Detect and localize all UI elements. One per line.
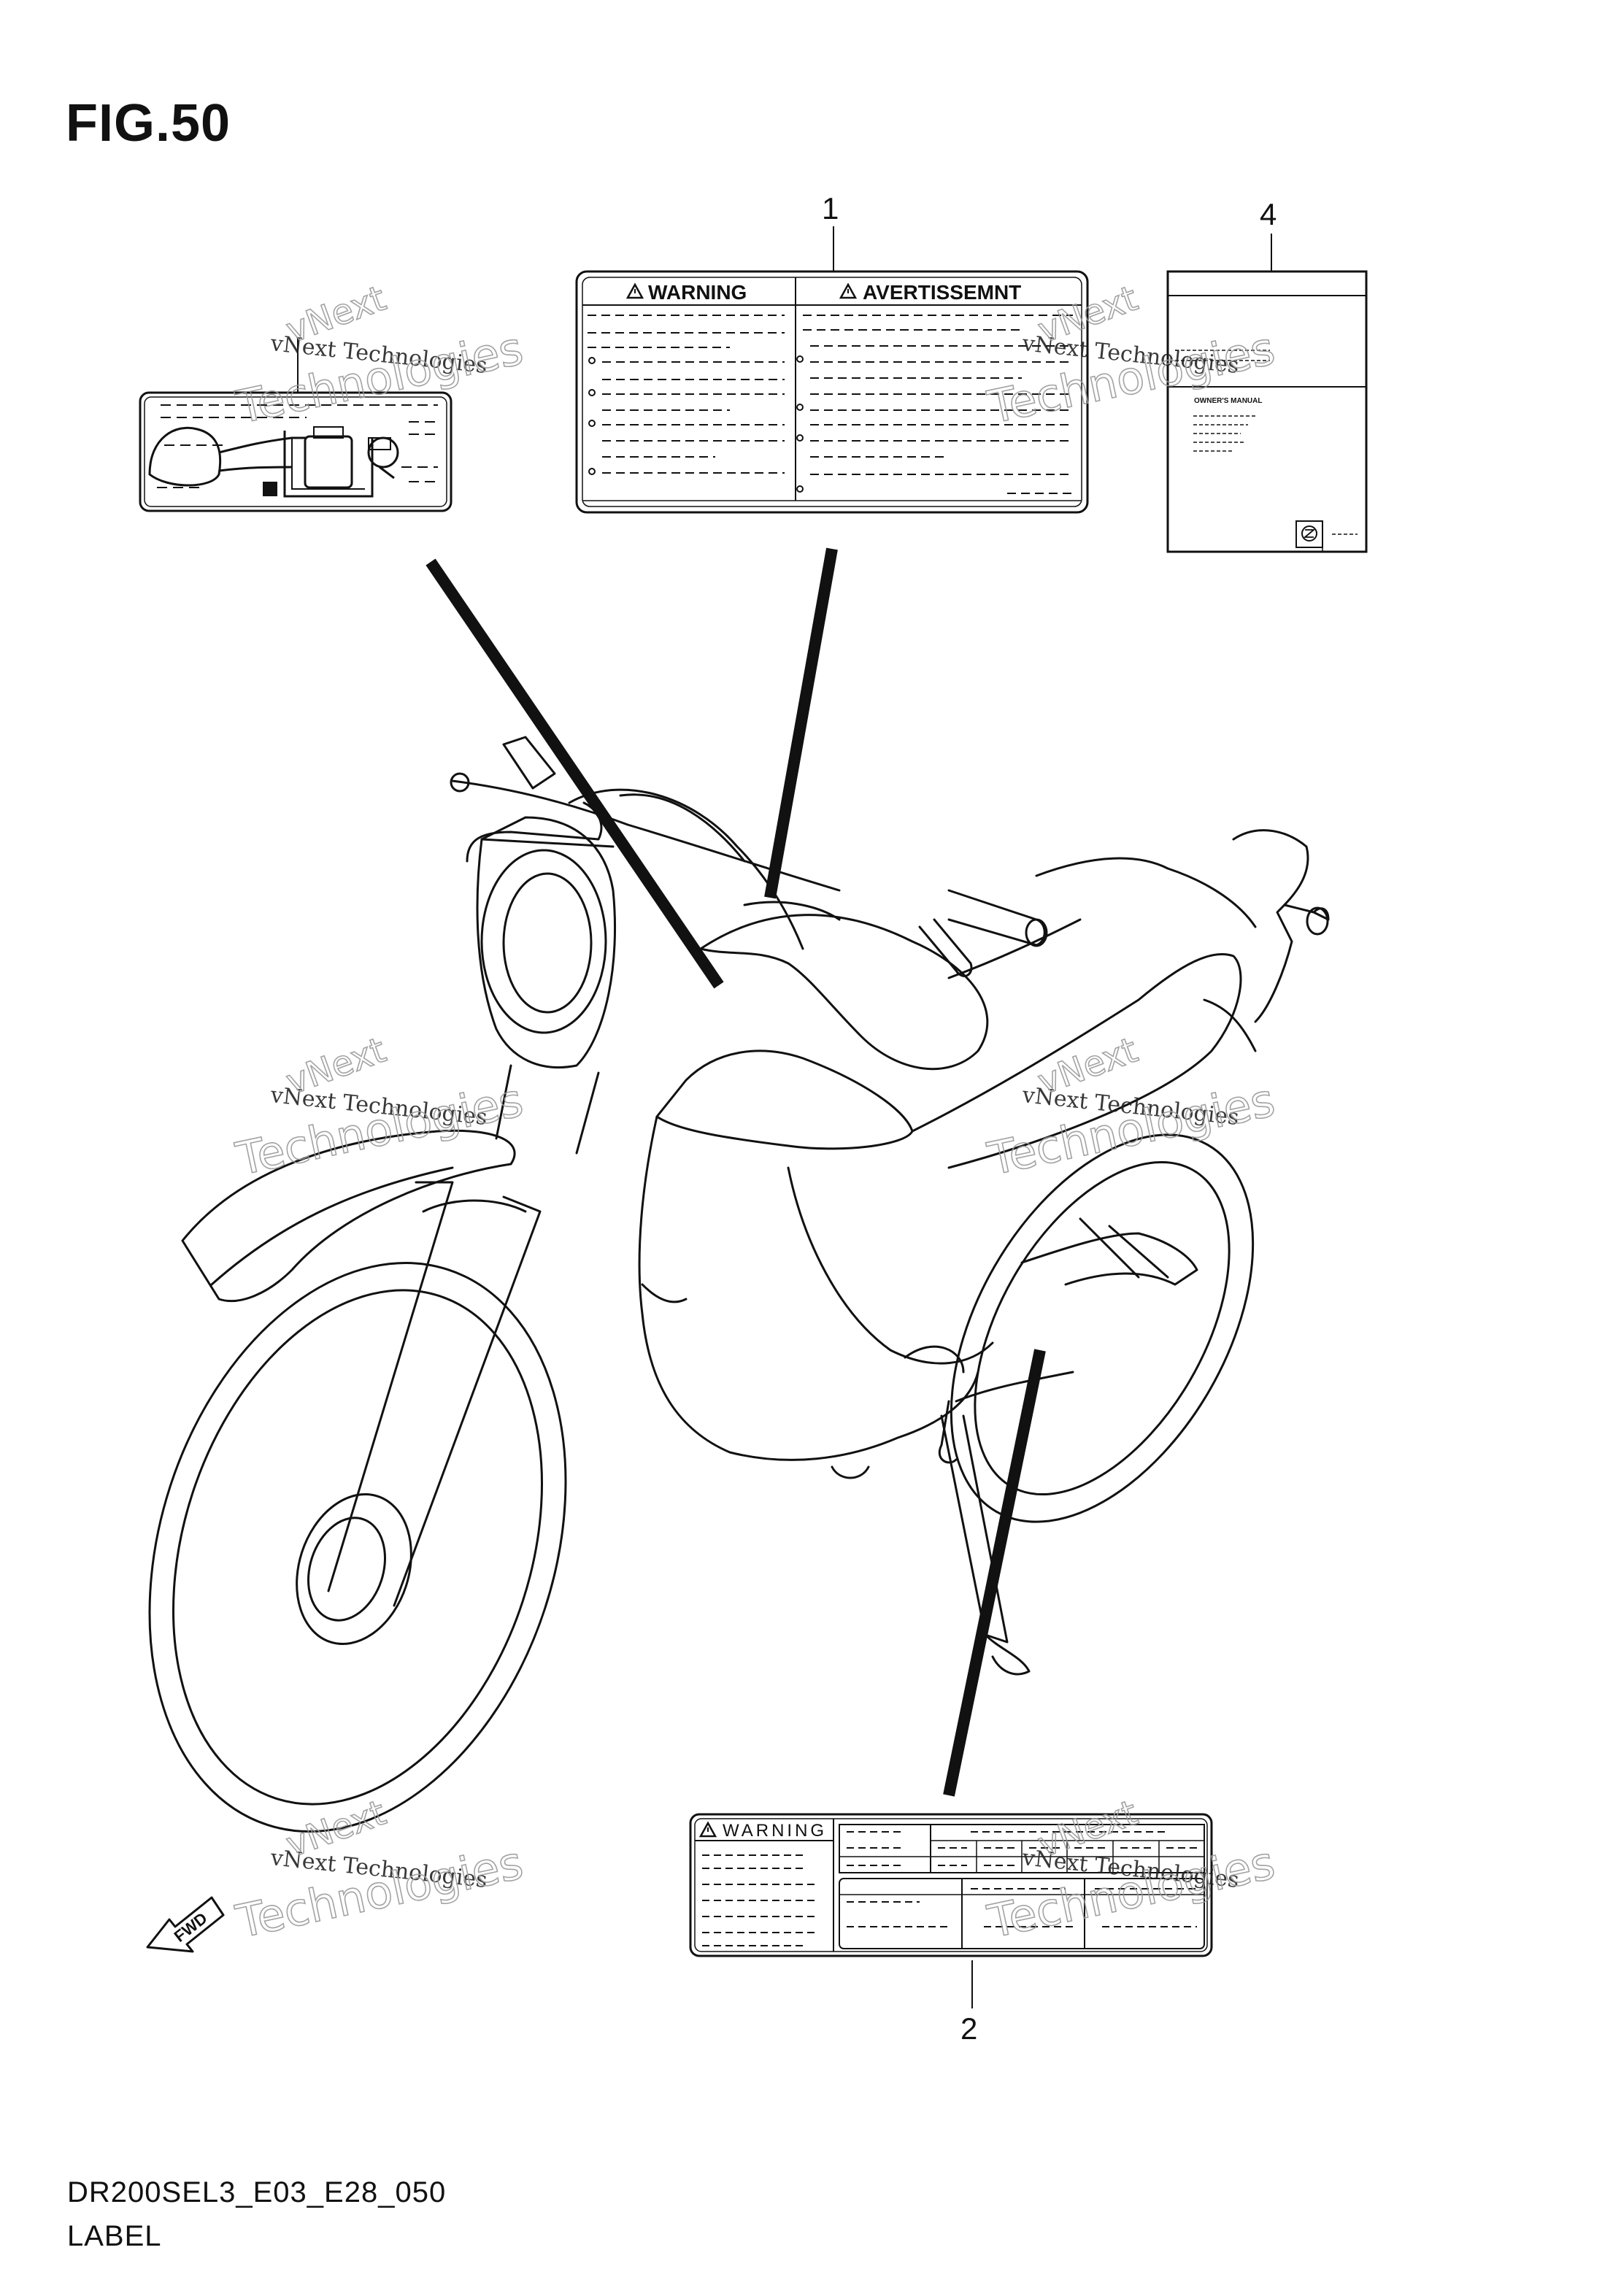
figure-name: LABEL <box>67 2220 162 2252</box>
fwd-arrow-icon: FWD <box>146 1896 225 1953</box>
label-1-warning-heading: WARNING <box>648 281 747 304</box>
leader-lines <box>426 547 1046 1797</box>
warning-triangle-icon <box>698 1821 717 1838</box>
watermark-4: vNext Technologies vNext Technologies <box>982 1029 1279 1187</box>
owners-manual-header: OWNER'S MANUAL <box>1194 397 1262 405</box>
label-2-warning-heading: WARNING <box>723 1821 827 1841</box>
figure-title: FIG.50 <box>66 94 231 153</box>
warning-label-2[interactable]: WARNING <box>689 1813 1213 2008</box>
warning-triangle-icon <box>839 282 858 299</box>
callout-number-2: 2 <box>960 2011 978 2046</box>
watermark-3: vNext Technologies vNext Technologies <box>231 1029 528 1187</box>
owners-manual-label-4[interactable]: OWNER'S MANUAL <box>1166 234 1368 553</box>
callout-number-4: 4 <box>1260 197 1277 231</box>
motorcycle-outline <box>148 736 1330 1833</box>
warning-label-1[interactable]: WARNING AVERTISSEMNT <box>575 226 1089 514</box>
hose-routing-label[interactable] <box>139 337 453 512</box>
figure-code: DR200SEL3_E03_E28_050 <box>67 2176 447 2208</box>
watermark-group: vNext Technologies vNext Technologies vN… <box>231 277 1279 1949</box>
watermark-5: vNext Technologies vNext Technologies <box>231 1792 528 1949</box>
callout-number-1: 1 <box>822 191 839 226</box>
warning-triangle-icon <box>625 282 644 299</box>
label-1-avertissement-heading: AVERTISSEMNT <box>863 281 1021 304</box>
